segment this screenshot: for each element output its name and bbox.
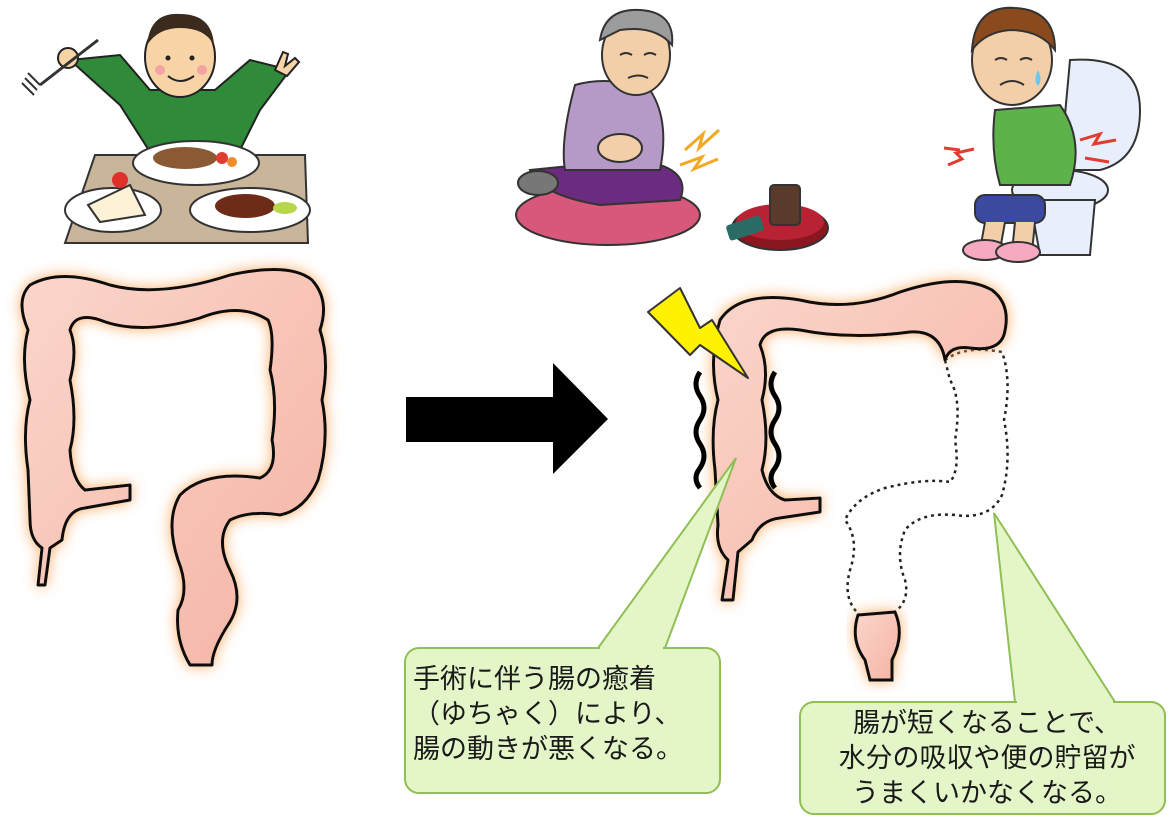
stomach-ache-elderly-woman-illustration	[516, 10, 828, 250]
adhesion-callout-line-1: 手術に伴う腸の癒着	[413, 662, 713, 697]
short-bowel-callout-line-1: 腸が短くなることで、	[812, 706, 1162, 741]
normal-large-intestine	[22, 270, 326, 665]
eating-man-illustration	[22, 14, 310, 243]
short-bowel-callout-text: 腸が短くなることで、 水分の吸収や便の貯留が うまくいかなくなる。	[812, 706, 1162, 811]
short-bowel-callout-line-2: 水分の吸収や便の貯留が	[812, 741, 1162, 776]
shortened-large-intestine	[696, 281, 1008, 680]
toilet-boy-illustration	[944, 8, 1140, 262]
adhesion-callout-line-3: 腸の動きが悪くなる。	[413, 732, 713, 767]
right-arrow-icon	[406, 363, 608, 474]
adhesion-callout-text: 手術に伴う腸の癒着 （ゆちゃく）により、 腸の動きが悪くなる。	[413, 662, 713, 767]
short-bowel-callout-line-3: うまくいかなくなる。	[812, 776, 1162, 811]
adhesion-callout-line-2: （ゆちゃく）により、	[413, 697, 713, 732]
